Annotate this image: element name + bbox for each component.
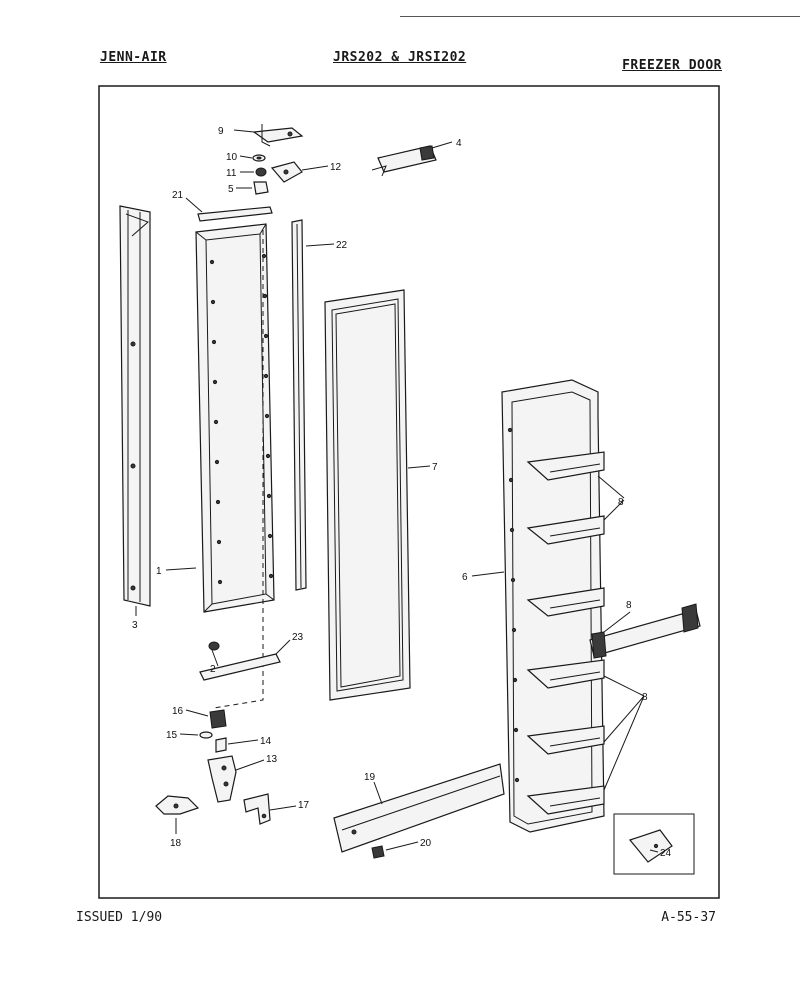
callout-12: 11 <box>226 168 237 179</box>
callout-21: 20 <box>420 838 432 849</box>
callout-10: 9 <box>218 126 224 137</box>
part-8-shelf-2 <box>526 515 605 545</box>
part-23-breaker-strip <box>291 219 307 591</box>
part-8-shelf-5 <box>526 725 605 755</box>
diagram-frame <box>98 85 720 899</box>
part-15-bolt <box>215 737 227 753</box>
part-9-shelf-bar <box>589 603 701 659</box>
part-17-spacer <box>209 709 227 729</box>
callout-13: 12 <box>330 162 342 173</box>
brand-label: JENN-AIR <box>100 50 167 65</box>
part-2-bushing <box>208 641 220 651</box>
callout-22: 21 <box>172 190 184 201</box>
part-8-shelf-6 <box>526 785 605 815</box>
top-rule <box>400 16 800 17</box>
part-8-shelf-1 <box>526 451 605 481</box>
callout-3: 3 <box>132 620 138 631</box>
part-19-plate <box>155 795 200 815</box>
callout-1: 1 <box>156 566 162 577</box>
issued-date: ISSUED 1/90 <box>76 910 163 925</box>
part-22-top-strip <box>197 206 273 222</box>
callout-25: 24 <box>660 848 672 859</box>
callout-14: 13 <box>266 754 278 765</box>
leader-lines <box>135 129 659 853</box>
callout-18: 17 <box>298 800 310 811</box>
part-10-hinge <box>252 124 304 147</box>
callout-2: 2 <box>210 664 216 675</box>
callout-6: 6 <box>462 572 468 583</box>
part-4-handle-bracket <box>371 145 437 177</box>
part-14-bottom-hinge <box>207 755 237 803</box>
section-title: FREEZER DOOR <box>622 58 722 73</box>
part-8-shelf-4 <box>526 659 605 689</box>
callout-8-upper: 8 <box>618 497 624 508</box>
callout-15: 14 <box>260 736 272 747</box>
part-13-plate <box>270 161 303 183</box>
part-8-shelf-3 <box>526 587 605 617</box>
callout-17: 16 <box>172 706 184 717</box>
part-20-bottom-trim <box>333 763 505 853</box>
part-24-bottom-strip <box>199 653 281 681</box>
callout-23: 22 <box>336 240 348 251</box>
callout-16: 15 <box>166 730 178 741</box>
callout-8-lower: 8 <box>642 692 648 703</box>
part-12-bushing <box>255 167 267 177</box>
part-18-bracket <box>243 793 271 825</box>
part-11-washer <box>252 154 266 162</box>
callout-11: 10 <box>226 152 238 163</box>
part-25-inset <box>613 813 695 875</box>
callout-9: 8 <box>626 600 632 611</box>
part-7-gasket <box>324 289 411 701</box>
callout-4: 4 <box>456 138 462 149</box>
callout-7: 7 <box>432 462 438 473</box>
part-3-side-trim <box>119 205 151 607</box>
callout-24: 23 <box>292 632 304 643</box>
callout-20: 19 <box>364 772 376 783</box>
part-16-washer <box>199 731 213 739</box>
callout-19: 18 <box>170 838 182 849</box>
part-21-clip <box>371 845 385 859</box>
page-code: A-55-37 <box>661 910 716 925</box>
part-1-door-frame <box>195 223 275 613</box>
part-5-nut <box>253 181 269 195</box>
callout-labels: 9 10 11 5 12 4 21 22 7 1 3 6 8 8 8 2 23 … <box>132 126 672 859</box>
callout-5: 5 <box>228 184 234 195</box>
model-label: JRS202 & JRSI202 <box>333 50 467 65</box>
